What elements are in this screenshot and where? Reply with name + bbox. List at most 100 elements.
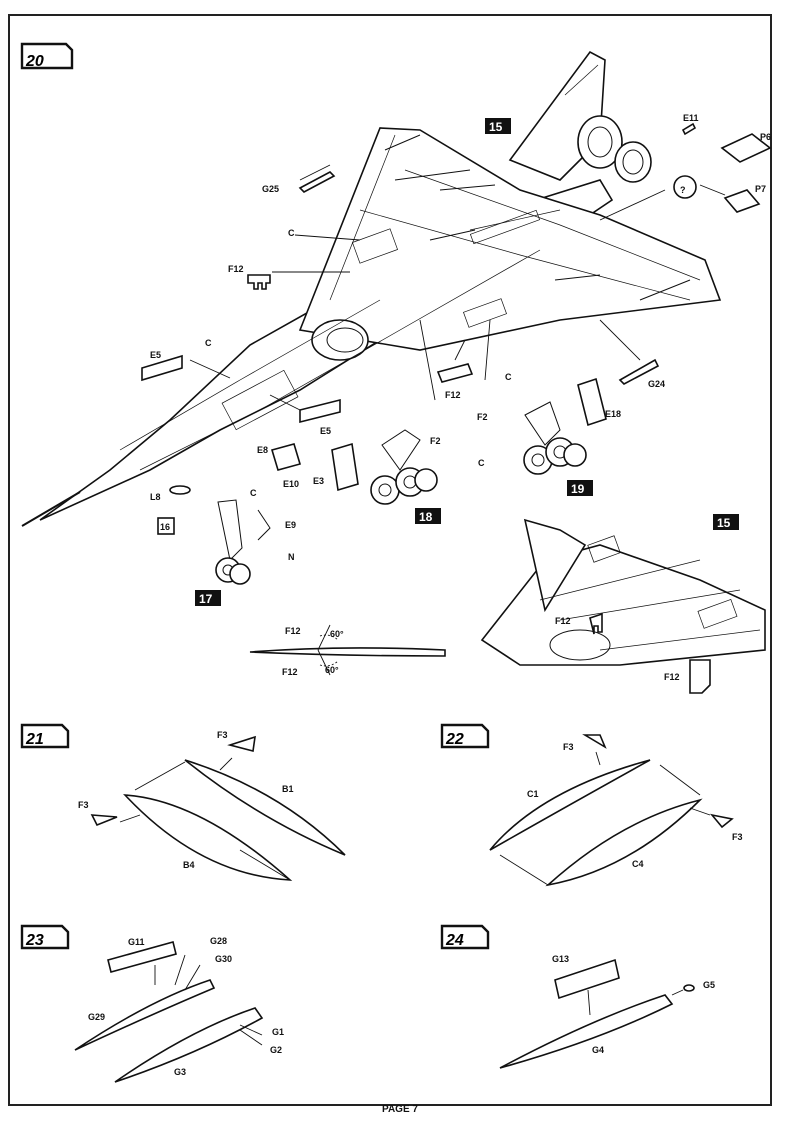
- label-question: ?: [680, 185, 686, 195]
- part-f3-top-22: [582, 734, 607, 749]
- step-number-23: 23: [25, 932, 44, 949]
- label-f3-right-22: F3: [732, 832, 743, 842]
- main-gear-right: [523, 401, 587, 475]
- label-g28: G28: [210, 936, 227, 946]
- part-e18-shape: [577, 377, 607, 427]
- label-e9: E9: [285, 520, 296, 530]
- label-e8: E8: [257, 445, 268, 455]
- label-l8: L8: [150, 492, 161, 502]
- step-20: 20: [20, 42, 772, 694]
- label-f12-b: F12: [445, 390, 461, 400]
- label-c1: C1: [527, 789, 539, 799]
- label-l8-ref: 16: [160, 522, 170, 532]
- label-g11: G11: [128, 937, 145, 947]
- page-frame: [8, 14, 772, 1106]
- label-p7: P7: [755, 184, 766, 194]
- svg-text:15: 15: [489, 120, 503, 134]
- sub-badge-15: 15: [485, 118, 511, 134]
- part-g11-shape: [107, 941, 177, 973]
- part-f12-shape: [247, 274, 271, 290]
- svg-text:18: 18: [419, 510, 433, 524]
- part-p7-shape: [723, 189, 761, 213]
- angle-detail: F12 60° F12 60°: [249, 624, 446, 677]
- step-21: 21 F3 B1 F3 B4: [20, 723, 346, 881]
- part-l8-shape: [169, 485, 191, 495]
- label-g5: G5: [703, 980, 715, 990]
- label-b4: B4: [183, 860, 195, 870]
- part-e5a-shape: [141, 354, 183, 382]
- tank-half-c1: [489, 759, 651, 851]
- label-e11: E11: [683, 113, 699, 123]
- missile-g4: [499, 994, 674, 1069]
- part-e5b-shape: [299, 398, 341, 424]
- label-c4: C4: [632, 859, 644, 869]
- step-22: 22 F3 C1 F3 C4: [440, 723, 743, 887]
- label-n: N: [288, 552, 295, 562]
- label-c-b: C: [205, 338, 212, 348]
- label-g24: G24: [648, 379, 665, 389]
- angle-value-top: 60°: [330, 629, 344, 639]
- label-c-d: C: [478, 458, 485, 468]
- label-g13: G13: [552, 954, 569, 964]
- label-c-e: C: [250, 488, 257, 498]
- label-g3: G3: [174, 1067, 186, 1077]
- part-e3-shape: [331, 442, 359, 492]
- part-f3-right: [709, 813, 734, 829]
- label-e18: E18: [605, 409, 621, 419]
- label-c-a: C: [288, 228, 295, 238]
- step-number-20: 20: [25, 53, 44, 70]
- missile-g3: [114, 1007, 264, 1083]
- label-f3-top-22: F3: [563, 742, 574, 752]
- part-g5-shape: [683, 984, 695, 992]
- page-footer: PAGE 7: [382, 1104, 418, 1115]
- angle-value-bottom: 60°: [325, 665, 339, 675]
- label-g1: G1: [272, 1027, 284, 1037]
- inset-detail: 15 F12 F12: [480, 514, 766, 694]
- nose-gear: [215, 499, 271, 585]
- inset-label-f12-a: F12: [555, 616, 571, 626]
- tank-half-c4: [545, 798, 703, 887]
- label-g4: G4: [592, 1045, 604, 1055]
- label-g29: G29: [88, 1012, 105, 1022]
- step-number-24: 24: [445, 932, 464, 949]
- angle-label-f12-top: F12: [285, 626, 301, 636]
- label-f3-left-21: F3: [78, 800, 89, 810]
- part-f3-top: [227, 735, 256, 753]
- label-f2-b: F2: [430, 436, 441, 446]
- sub-badge-18: 18: [415, 508, 441, 524]
- pylon-g29: [74, 979, 216, 1051]
- inset-badge-15: [713, 514, 739, 530]
- label-p6: P6: [760, 132, 771, 142]
- inset-label-f12-b: F12: [664, 672, 680, 682]
- svg-text:19: 19: [571, 482, 585, 496]
- label-e5-a: E5: [150, 350, 161, 360]
- part-f12b-shape: [436, 363, 474, 383]
- ref-box-16: [157, 517, 175, 535]
- label-g30: G30: [215, 954, 232, 964]
- angle-label-f12-bottom: F12: [282, 667, 298, 677]
- label-g25: G25: [262, 184, 279, 194]
- label-f3-top-21: F3: [217, 730, 228, 740]
- part-e10-shape: [270, 443, 302, 471]
- sub-badge-19: 19: [567, 480, 593, 496]
- svg-text:17: 17: [199, 592, 213, 606]
- step-number-21: 21: [25, 731, 44, 748]
- label-b1: B1: [282, 784, 294, 794]
- label-e10: E10: [283, 479, 299, 489]
- tank-half-b1: [184, 759, 346, 856]
- label-e3: E3: [313, 476, 324, 486]
- part-e11-shape: [681, 122, 697, 136]
- step-number-22: 22: [445, 731, 464, 748]
- label-e5-b: E5: [320, 426, 331, 436]
- part-p6-shape: [720, 133, 772, 163]
- part-g13-shape: [554, 958, 620, 1000]
- question-circle: [673, 175, 697, 199]
- label-f2-a: F2: [477, 412, 488, 422]
- main-gear-left: [370, 429, 438, 505]
- step-24: 24 G13 G5 G4: [440, 924, 715, 1069]
- step-23: 23 G11 G28 G30 G29 G1 G2 G3: [20, 924, 284, 1083]
- sub-badge-17: 17: [195, 590, 221, 606]
- aircraft-underside: 15 18 19 17: [21, 50, 772, 606]
- label-g2: G2: [270, 1045, 282, 1055]
